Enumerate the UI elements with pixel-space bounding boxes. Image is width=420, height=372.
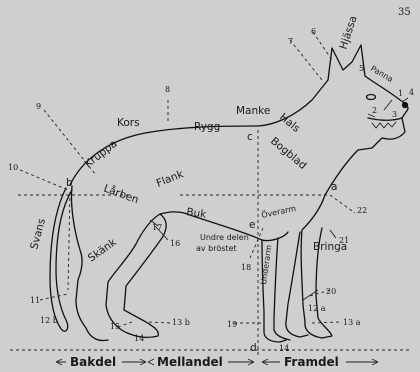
- label-buk: Buk: [186, 206, 208, 221]
- num-4: 4: [409, 88, 414, 97]
- page-number: 35: [398, 7, 411, 18]
- label-kors: Kors: [117, 117, 140, 129]
- num-7: 7: [288, 37, 293, 46]
- letter-e: e: [249, 219, 255, 231]
- hind-leg-front: [106, 214, 166, 337]
- near-front-leg-front: [274, 238, 290, 340]
- section-mellandel: Mellandel: [157, 355, 223, 369]
- num-9: 9: [36, 102, 41, 111]
- num-22: 22: [357, 206, 367, 215]
- num-10: 10: [8, 163, 18, 172]
- section-framdel: Framdel: [284, 355, 339, 369]
- num-17: 17: [152, 223, 162, 232]
- num-13b: 13 b: [172, 318, 190, 327]
- chest-and-front-leg: [301, 195, 332, 338]
- num-14-front: 14: [279, 344, 289, 353]
- nose-tip: [403, 103, 408, 108]
- num-20: 20: [326, 287, 336, 296]
- num-5: 5: [359, 64, 364, 73]
- section-bar: Bakdel Mellandel Framdel: [56, 355, 378, 369]
- num-11: 11: [30, 296, 40, 305]
- label-overarm: Överarm: [260, 203, 297, 220]
- label-kruppa: Kruppa: [82, 138, 119, 171]
- num-8: 8: [165, 85, 170, 94]
- label-undre-delen-2: av bröstet: [196, 244, 237, 253]
- num-3: 3: [392, 110, 397, 119]
- num-18: 18: [241, 263, 251, 272]
- hind-leg-rear: [71, 186, 108, 341]
- num-16: 16: [170, 239, 180, 248]
- eye: [367, 95, 376, 100]
- letter-a: a: [331, 181, 337, 193]
- num-14-hind: 14: [134, 334, 144, 343]
- label-underarm: Underarm: [259, 244, 274, 285]
- label-hals: Hals: [277, 111, 302, 135]
- letter-d: d: [250, 342, 257, 354]
- teeth: [372, 122, 396, 128]
- label-svans: Svans: [28, 217, 48, 250]
- label-bogblad: Bogblad: [268, 135, 309, 172]
- label-undre-delen-1: Undre delen: [200, 233, 249, 242]
- letter-b: b: [66, 177, 73, 189]
- num-19: 19: [227, 320, 237, 329]
- reference-lines: [10, 32, 410, 355]
- label-hjassa: Hjässa: [337, 14, 359, 51]
- section-bakdel: Bakdel: [70, 355, 116, 369]
- num-12b: 12 b: [40, 316, 58, 325]
- label-manke: Manke: [236, 105, 270, 117]
- label-rygg: Rygg: [194, 121, 220, 133]
- num-2: 2: [372, 106, 377, 115]
- num-21: 21: [339, 236, 349, 245]
- label-larben: Lårben: [102, 182, 141, 207]
- num-13a: 13 a: [343, 318, 361, 327]
- label-skank: Skänk: [86, 236, 120, 265]
- label-flank: Flank: [155, 168, 186, 190]
- num-6: 6: [311, 27, 316, 36]
- num-12a: 12 a: [308, 304, 326, 313]
- num-15: 15: [110, 322, 120, 331]
- num-1: 1: [398, 89, 403, 98]
- letter-c: c: [247, 131, 253, 143]
